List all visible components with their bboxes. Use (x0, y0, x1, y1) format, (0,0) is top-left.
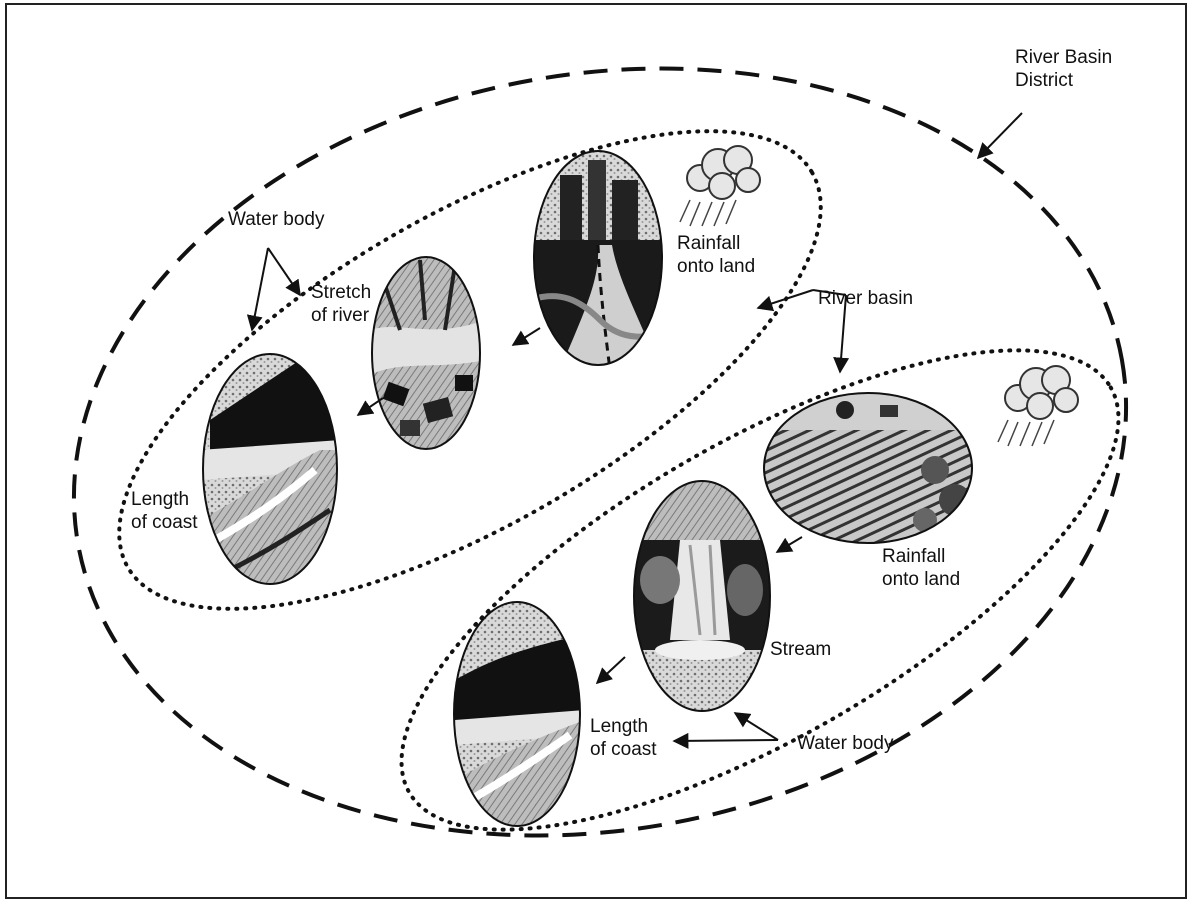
water-body-bottom-label: Water body (797, 732, 893, 755)
water-body-arrow-river (268, 248, 300, 295)
length-of-coast-top-label: Length of coast (131, 488, 198, 534)
water-body-top-label: Water body (228, 208, 324, 231)
cloud-rain-icon (680, 146, 760, 226)
stretch-of-river-label: Stretch of river (311, 281, 371, 327)
rainfall-onto-land-top-label: Rainfall onto land (677, 232, 755, 278)
flow-arrow-1 (513, 328, 540, 345)
flow-arrow-3 (777, 537, 802, 552)
stream-label: Stream (770, 638, 831, 661)
river-basin-label: River basin (818, 287, 913, 310)
waterfall-stream-scene-icon (630, 480, 775, 715)
water-body-arrow-coast-bottom (674, 740, 778, 741)
flow-arrow-2 (358, 398, 383, 415)
rainfall-onto-land-bottom-label: Rainfall onto land (882, 545, 960, 591)
coast-scene-top-icon (200, 350, 340, 590)
district-pointer-arrow (978, 113, 1022, 158)
coast-scene-bottom-icon (450, 600, 585, 830)
length-of-coast-bottom-label: Length of coast (590, 715, 657, 761)
river-basin-district-boundary (12, 0, 1187, 905)
river-stretch-scene-icon (370, 255, 485, 455)
water-body-arrow-coast (252, 248, 268, 330)
city-road-scene-icon (530, 150, 670, 370)
river-basin-district-label: River Basin District (1015, 46, 1112, 92)
water-body-arrow-stream (735, 713, 778, 740)
cloud-rain-icon (998, 366, 1078, 446)
farmland-scene-icon (760, 390, 980, 550)
river-basin-arrow-upper (758, 290, 813, 308)
page-frame (6, 4, 1186, 898)
flow-arrow-4 (597, 657, 625, 683)
